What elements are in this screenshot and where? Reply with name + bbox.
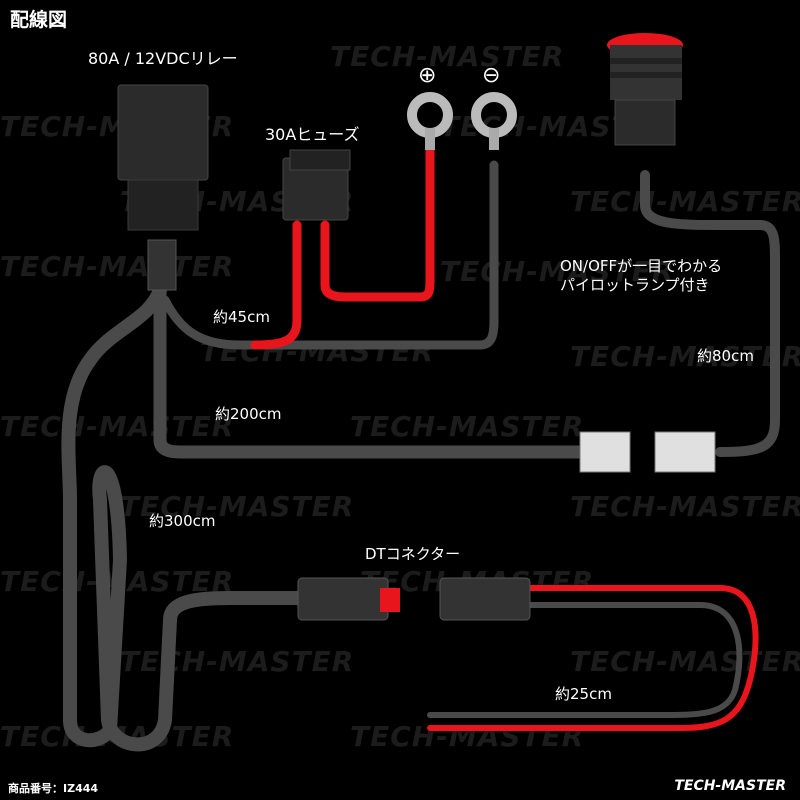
fuse-label: 30Aヒューズ bbox=[265, 125, 360, 144]
product-code: 商品番号：IZ444 bbox=[8, 782, 99, 795]
harness-80cm bbox=[640, 170, 780, 457]
watermark: TECH-MASTER bbox=[330, 40, 565, 73]
positive-symbol: ⊕ bbox=[418, 63, 437, 88]
brand-logo: TECH-MASTER bbox=[674, 778, 786, 794]
watermark: TECH-MASTER bbox=[570, 490, 800, 523]
harness-300cm bbox=[61, 283, 307, 752]
harness-45cm bbox=[160, 160, 499, 350]
black-wire-25cm bbox=[427, 602, 743, 718]
length-80cm: 約80cm bbox=[697, 347, 754, 365]
dt-connector-right bbox=[439, 577, 531, 621]
watermark: TECH-MASTER bbox=[440, 255, 675, 288]
length-300cm: 約300cm bbox=[149, 512, 216, 530]
length-25cm: 約25cm bbox=[555, 685, 612, 703]
harness-200cm bbox=[153, 283, 587, 459]
length-200cm: 約200cm bbox=[215, 405, 282, 423]
dt-connector-left bbox=[297, 577, 389, 621]
switch-desc-line1: ON/OFFが一目でわかる bbox=[560, 257, 723, 275]
red-wire-fuse-positive bbox=[320, 145, 435, 302]
switch-connector-right bbox=[654, 431, 716, 473]
fuse-cap bbox=[289, 149, 351, 171]
relay-socket bbox=[127, 179, 199, 231]
switch-desc-line2: パイロットランプ付き bbox=[560, 276, 710, 294]
watermark: TECH-MASTER bbox=[570, 645, 800, 678]
relay-body bbox=[117, 84, 209, 181]
page-title: 配線図 bbox=[10, 9, 68, 31]
watermark: TECH-MASTER bbox=[120, 490, 355, 523]
negative-ring-terminal bbox=[471, 92, 517, 138]
red-wire-25cm bbox=[427, 585, 759, 731]
positive-ring-terminal bbox=[407, 92, 453, 138]
red-wire-45cm bbox=[250, 220, 302, 350]
dt-connector-label: DTコネクター bbox=[365, 545, 461, 563]
relay-label: 80A / 12VDCリレー bbox=[88, 49, 238, 68]
switch-base bbox=[614, 99, 676, 146]
length-45cm: 約45cm bbox=[213, 308, 270, 326]
negative-symbol: ⊖ bbox=[482, 63, 501, 88]
watermark: TECH-MASTER bbox=[350, 410, 585, 443]
watermark: TECH-MASTER bbox=[0, 250, 235, 283]
watermark: TECH-MASTER bbox=[120, 645, 355, 678]
watermark: TECH-MASTER bbox=[570, 185, 800, 218]
watermark: TECH-MASTER bbox=[570, 340, 800, 373]
relay-plug bbox=[147, 239, 177, 291]
watermark: TECH-MASTER bbox=[0, 410, 235, 443]
switch-connector-left bbox=[579, 431, 631, 473]
